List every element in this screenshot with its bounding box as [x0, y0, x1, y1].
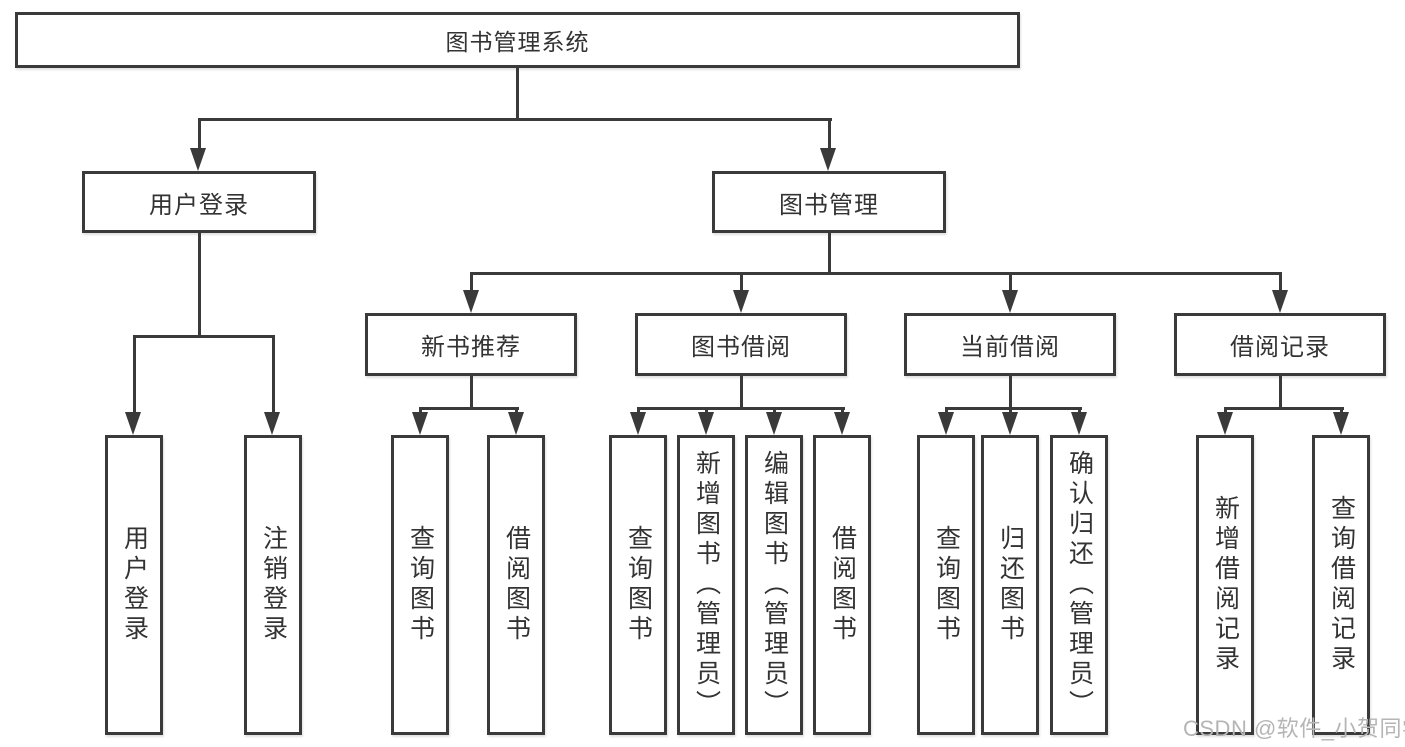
node-label: 用户登录 — [149, 191, 249, 219]
leaf-label: 借阅图书 — [828, 525, 857, 645]
leaf-add-books-admin: 新增图书（管理员） — [677, 435, 735, 735]
leaf-return-books: 归还图书 — [981, 435, 1039, 735]
leaf-confirm-return-admin: 确认归还（管理员） — [1050, 435, 1108, 735]
connector-drop-leaf — [1009, 407, 1012, 415]
connector-book-management-stem — [828, 233, 831, 275]
node-user-login: 用户登录 — [82, 171, 316, 233]
connector-borrowing-stem — [740, 376, 743, 410]
connector-user-login-branch — [133, 335, 275, 338]
arrowhead-module — [1002, 290, 1018, 313]
node-current-borrowing: 当前借阅 — [904, 313, 1116, 376]
arrowhead-leaf — [630, 412, 646, 435]
node-label: 借阅记录 — [1230, 334, 1330, 361]
csdn-watermark: CSDN @软件_小贺同学 — [1183, 716, 1405, 741]
node-new-book-recommendation: 新书推荐 — [365, 313, 577, 376]
leaf-label: 编辑图书（管理员） — [760, 450, 789, 720]
node-label: 图书管理 — [779, 191, 879, 219]
arrowhead-book-management — [820, 148, 836, 171]
connector-drop-leaf — [515, 407, 518, 415]
connector-recommend-branch — [419, 407, 519, 410]
connector-borrowing-branch — [637, 407, 845, 410]
connector-drop-book-management — [828, 118, 831, 150]
connector-drop-leaf — [419, 407, 422, 415]
leaf-query-borrow-record: 查询借阅记录 — [1312, 435, 1370, 735]
connector-drop-user-login — [198, 118, 201, 150]
connector-drop-leaf — [841, 407, 844, 415]
arrowhead-leaf — [1002, 412, 1018, 435]
arrowhead-leaf — [1071, 412, 1087, 435]
arrowhead-leaf — [1333, 412, 1349, 435]
connector-drop-module — [1009, 272, 1012, 292]
connector-drop-leaf — [773, 407, 776, 415]
connector-current-branch — [945, 407, 1082, 410]
node-book-borrowing: 图书借阅 — [635, 313, 847, 376]
arrowhead-leaf — [834, 412, 850, 435]
connector-drop-leaf — [1340, 407, 1343, 415]
arrowhead-leaf — [264, 412, 280, 435]
leaf-label: 用户登录 — [120, 525, 149, 645]
connector-drop-leaf — [637, 407, 640, 415]
node-borrowing-records: 借阅记录 — [1174, 313, 1386, 376]
connector-drop-leaf — [945, 407, 948, 415]
connector-drop-module — [740, 272, 743, 292]
leaf-label: 借阅图书 — [502, 525, 531, 645]
node-label: 当前借阅 — [960, 334, 1060, 361]
leaf-label: 注销登录 — [259, 525, 288, 645]
leaf-label: 归还图书 — [996, 525, 1025, 645]
arrowhead-leaf — [508, 412, 524, 435]
arrowhead-user-login — [190, 148, 206, 171]
arrowhead-leaf — [698, 412, 714, 435]
leaf-add-borrow-record: 新增借阅记录 — [1196, 435, 1254, 735]
connector-drop-leaf — [272, 335, 275, 414]
leaf-user-login: 用户登录 — [105, 435, 163, 735]
node-label: 新书推荐 — [421, 334, 521, 361]
leaf-label: 查询图书 — [406, 525, 435, 645]
arrowhead-leaf — [938, 412, 954, 435]
connector-records-branch — [1224, 407, 1344, 410]
leaf-borrow-books-recommend: 借阅图书 — [487, 435, 545, 735]
leaf-label: 确认归还（管理员） — [1065, 450, 1094, 720]
leaf-label: 新增图书（管理员） — [692, 450, 721, 720]
arrowhead-module — [733, 290, 749, 313]
arrowhead-leaf — [125, 412, 141, 435]
connector-user-login-stem — [198, 233, 201, 337]
node-label: 图书管理系统 — [445, 29, 590, 55]
arrowhead-leaf — [412, 412, 428, 435]
leaf-borrow-books-borrowing: 借阅图书 — [813, 435, 871, 735]
connector-drop-leaf — [705, 407, 708, 415]
connector-book-management-branch — [470, 272, 1282, 275]
node-book-management: 图书管理 — [712, 171, 946, 233]
connector-records-stem — [1279, 376, 1282, 410]
connector-root-branch — [198, 118, 832, 121]
leaf-edit-books-admin: 编辑图书（管理员） — [745, 435, 803, 735]
leaf-label: 查询图书 — [624, 525, 653, 645]
leaf-query-books-borrowing: 查询图书 — [609, 435, 667, 735]
node-library-management-system: 图书管理系统 — [15, 12, 1020, 68]
arrowhead-module — [463, 290, 479, 313]
leaf-label: 查询借阅记录 — [1327, 495, 1356, 675]
connector-recommend-stem — [470, 376, 473, 410]
arrowhead-leaf — [766, 412, 782, 435]
arrowhead-module — [1272, 290, 1288, 313]
connector-drop-leaf — [1224, 407, 1227, 415]
connector-root-stem — [516, 68, 519, 121]
node-label: 图书借阅 — [691, 334, 791, 361]
connector-current-stem — [1009, 376, 1012, 410]
leaf-logout-login: 注销登录 — [244, 435, 302, 735]
leaf-label: 新增借阅记录 — [1211, 495, 1240, 675]
connector-drop-module — [1279, 272, 1282, 292]
arrowhead-leaf — [1217, 412, 1233, 435]
connector-drop-module — [470, 272, 473, 292]
leaf-query-books-recommend: 查询图书 — [391, 435, 449, 735]
connector-drop-leaf — [133, 335, 136, 414]
leaf-query-books-current: 查询图书 — [917, 435, 975, 735]
connector-drop-leaf — [1078, 407, 1081, 415]
leaf-label: 查询图书 — [932, 525, 961, 645]
